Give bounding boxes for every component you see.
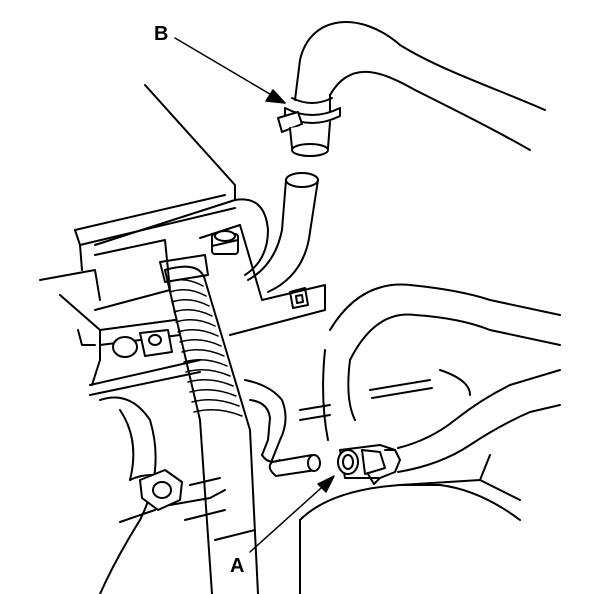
lower-left-component bbox=[99, 396, 256, 594]
callout-arrow-a bbox=[249, 475, 335, 553]
callout-arrow-b bbox=[174, 37, 286, 104]
coolant-pipe-b bbox=[247, 172, 319, 293]
engine-left-side bbox=[39, 239, 201, 396]
coolant-pipe-a bbox=[268, 454, 321, 477]
hose-clamp-b bbox=[277, 107, 341, 157]
mounting-bracket bbox=[199, 224, 326, 336]
lower-right-frame bbox=[299, 454, 521, 594]
callout-label-a: A bbox=[230, 555, 244, 577]
corrugated-harness bbox=[159, 254, 259, 594]
callout-label-b: B bbox=[154, 23, 168, 45]
right-coolant-hoses bbox=[299, 283, 561, 441]
housing-panel bbox=[74, 84, 269, 276]
hose-clamp-a bbox=[337, 369, 561, 485]
upper-coolant-hose bbox=[291, 21, 546, 151]
